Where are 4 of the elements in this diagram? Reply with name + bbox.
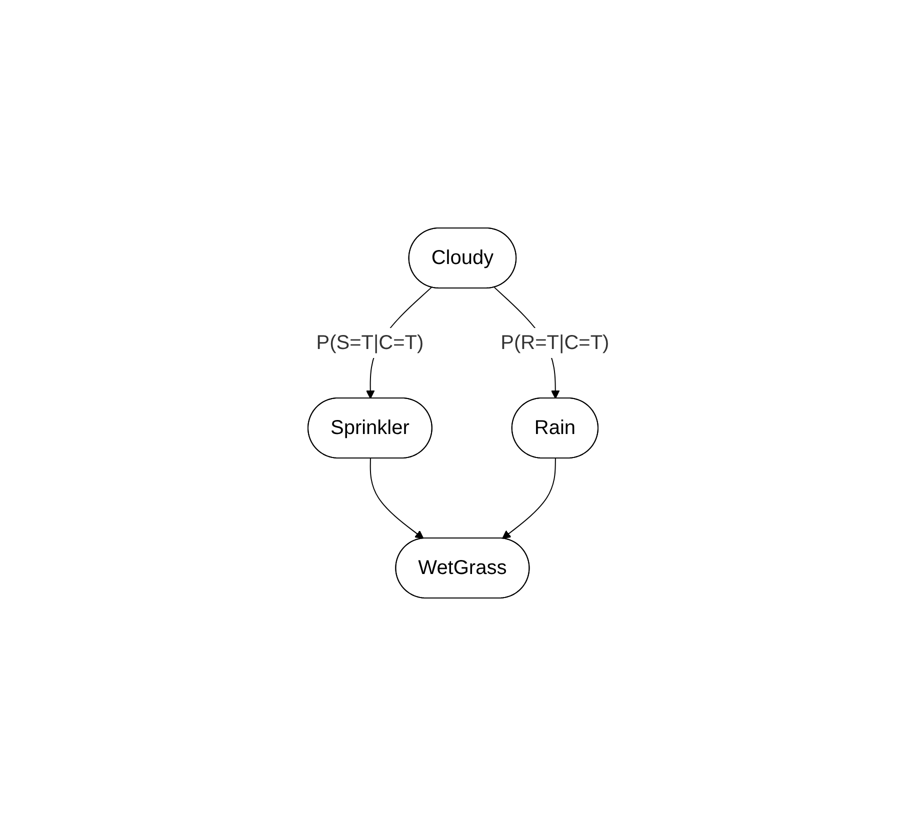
arrow [370, 458, 424, 539]
edge-label: P(R=T|C=T) [500, 331, 610, 354]
arrow [502, 458, 556, 539]
edge-label: P(S=T|C=T) [316, 331, 424, 354]
